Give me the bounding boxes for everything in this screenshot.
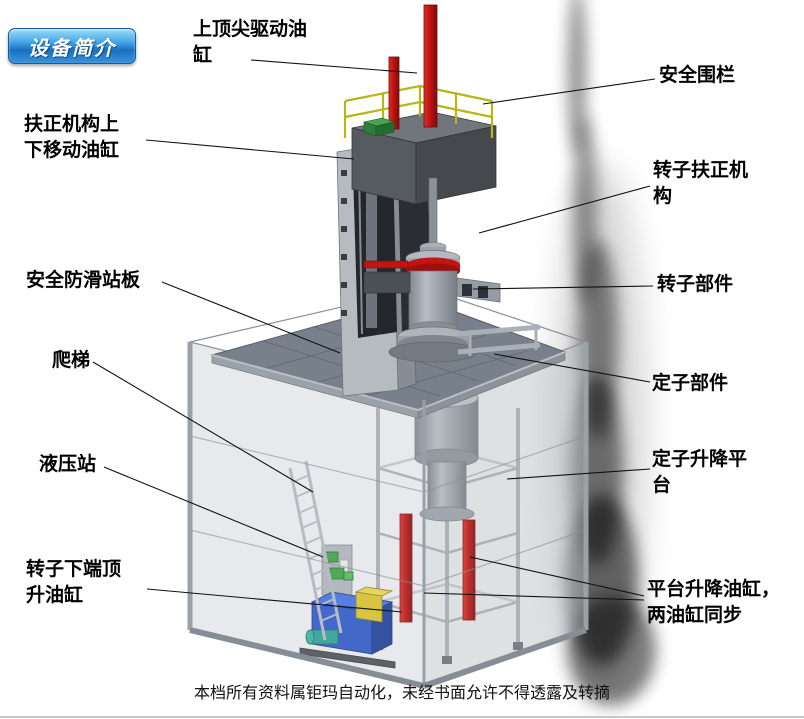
label-ladder: 爬梯 [52, 350, 91, 371]
label-centering-updown-cylinder: 扶正机构上 下移动油缸 [24, 114, 120, 161]
stator-lift-upper-beams [457, 324, 541, 356]
enclosure-cage-haze [190, 342, 586, 686]
label-top-center-cylinder: 上顶尖驱动油 缸 [193, 19, 308, 66]
access-ladder [288, 460, 343, 641]
copyright-notice: 本档所有资料属钜玛自动化，未经书面允许不得透露及转摘 [193, 685, 610, 702]
safety-railing [343, 84, 494, 138]
enclosure-cage-front [187, 342, 589, 689]
label-antislip-standing-board: 安全防滑站板 [26, 270, 141, 291]
equipment-intro-badge: 设备简介 [8, 28, 136, 64]
label-rotor-part: 转子部件 [657, 274, 734, 295]
rotor-assembly [388, 177, 478, 363]
centering-arm [363, 260, 411, 294]
crosshead-green-box [362, 117, 396, 137]
leader-lines [92, 59, 656, 613]
label-platform-lift-cylinders: 平台升降油缸， 两油缸同步 [647, 579, 781, 626]
rotor-centering-bracket [456, 277, 501, 303]
label-hydraulic-station: 液压站 [39, 454, 97, 475]
label-rotor-bottom-jack-cylinder: 转子下端顶 升油缸 [26, 559, 122, 606]
label-rotor-centering-mechanism: 转子扶正机 构 [653, 160, 749, 207]
top-drive-cylinder-rods [388, 4, 438, 130]
label-safety-fence: 安全围栏 [659, 65, 736, 86]
label-stator-lift-platform: 定子升降平 台 [652, 449, 748, 496]
hydraulic-station-unit [299, 544, 396, 669]
label-stator-part: 定子部件 [652, 373, 729, 394]
